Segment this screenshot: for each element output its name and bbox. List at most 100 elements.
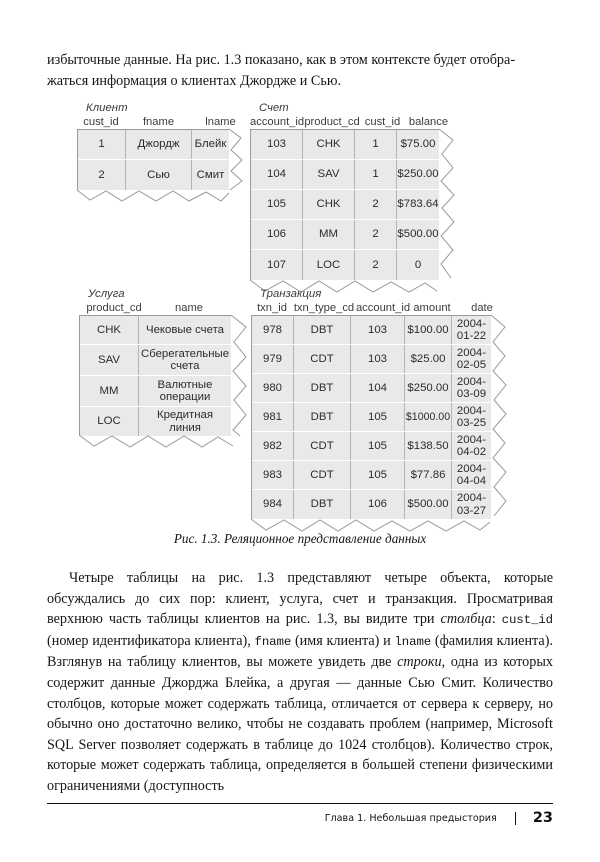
table-row: MM Валютные операции xyxy=(80,376,231,407)
cell-amount: $500.00 xyxy=(405,490,452,519)
table-row: CHK Чековые счета xyxy=(80,316,231,345)
column-header-fname: fname xyxy=(142,116,175,128)
cell-account-id: 105 xyxy=(351,432,405,460)
column-header-txn-type-cd: txn_type_cd xyxy=(293,302,355,314)
paragraph-bottom-part3: (номер идентификатора клиента), xyxy=(47,632,255,649)
column-header-account-id: account_id xyxy=(355,302,411,314)
table-product-title: Услуга xyxy=(88,288,125,300)
cell-txn-type-cd: DBT xyxy=(294,316,351,344)
cell-product-cd: CHK xyxy=(80,316,139,344)
cell-amount: $25.00 xyxy=(405,345,452,373)
table-row: 1 Джордж Блейк xyxy=(78,130,229,160)
paragraph-bottom-part4: (имя клиента) и xyxy=(291,632,395,649)
table-account-header: account_id product_cd cust_id balance xyxy=(250,116,452,128)
cell-cust-id: 1 xyxy=(78,130,126,159)
column-header-account-id: account_id xyxy=(250,116,305,128)
cell-date: 2004-03-27 xyxy=(452,490,491,519)
paragraph-bottom-mono3: lname xyxy=(394,634,432,649)
cell-cust-id: 1 xyxy=(355,130,397,159)
cell-product-cd: SAV xyxy=(80,345,139,375)
cell-account-id: 103 xyxy=(351,316,405,344)
cell-txn-id: 979 xyxy=(252,345,294,373)
table-row: 103 CHK 1 $75.00 xyxy=(251,130,439,160)
table-row: 978 DBT 103 $100.00 2004-01-22 xyxy=(252,316,491,345)
cell-amount: $138.50 xyxy=(405,432,452,460)
cell-account-id: 104 xyxy=(351,374,405,402)
table-row: 984 DBT 106 $500.00 2004-03-27 xyxy=(252,490,491,519)
cell-balance: 0 xyxy=(397,250,439,280)
cell-amount: $100.00 xyxy=(405,316,452,344)
column-header-cust-id: cust_id xyxy=(83,116,119,128)
cell-txn-type-cd: DBT xyxy=(294,490,351,519)
torn-edge-bottom-icon xyxy=(76,189,230,202)
cell-account-id: 106 xyxy=(251,220,303,249)
footer-separator xyxy=(514,811,516,825)
table-product-header: product_cd name xyxy=(79,302,231,314)
cell-product-cd: MM xyxy=(303,220,355,249)
cell-cust-id: 2 xyxy=(78,160,126,190)
table-row: 104 SAV 1 $250.00 xyxy=(251,160,439,190)
paragraph-bottom-part2: : xyxy=(491,611,502,628)
figure-relational-representation: Клиент cust_id fname lname 1 Джордж Блей… xyxy=(0,98,600,553)
cell-name: Кредитная линия xyxy=(139,407,231,436)
cell-fname: Джордж xyxy=(126,130,192,159)
table-row: 979 CDT 103 $25.00 2004-02-05 xyxy=(252,345,491,374)
cell-lname: Смит xyxy=(192,160,229,190)
cell-product-cd: CHK xyxy=(303,190,355,219)
cell-txn-type-cd: CDT xyxy=(294,461,351,489)
cell-product-cd: LOC xyxy=(303,250,355,280)
cell-date: 2004-01-22 xyxy=(452,316,491,344)
table-row: 106 MM 2 $500.00 xyxy=(251,220,439,250)
table-customer-header: cust_id fname lname xyxy=(77,116,249,128)
cell-account-id: 106 xyxy=(351,490,405,519)
cell-txn-id: 980 xyxy=(252,374,294,402)
figure-caption: Рис. 1.3. Реляционное представление данн… xyxy=(173,531,427,546)
table-product: Услуга product_cd name CHK Чековые счета… xyxy=(78,288,247,448)
paragraph-bottom-italic2: строки xyxy=(397,654,442,671)
paragraph-bottom-text: Четыре таблицы на рис. 1.3 представляют … xyxy=(47,568,553,797)
cell-txn-type-cd: DBT xyxy=(294,403,351,431)
cell-cust-id: 1 xyxy=(355,160,397,189)
cell-account-id: 104 xyxy=(251,160,303,189)
column-header-lname: lname xyxy=(205,116,236,128)
paragraph-bottom: Четыре таблицы на рис. 1.3 представляют … xyxy=(47,568,553,797)
table-row: 981 DBT 105 $1000.00 2004-03-25 xyxy=(252,403,491,432)
cell-cust-id: 2 xyxy=(355,220,397,249)
paragraph-bottom-part6: , одна из которых содержит данные Джордж… xyxy=(47,654,553,794)
column-header-cust-id: cust_id xyxy=(364,116,401,128)
column-header-date: date xyxy=(471,302,493,314)
table-row: 980 DBT 104 $250.00 2004-03-09 xyxy=(252,374,491,403)
torn-edge-right-icon xyxy=(228,128,243,191)
table-row: 107 LOC 2 0 xyxy=(251,250,439,280)
cell-date: 2004-02-05 xyxy=(452,345,491,373)
cell-date: 2004-04-04 xyxy=(452,461,491,489)
paragraph-bottom-part1: Четыре таблицы на рис. 1.3 представляют … xyxy=(47,570,553,628)
cell-date: 2004-03-25 xyxy=(452,403,491,431)
column-header-product-cd: product_cd xyxy=(86,302,142,314)
cell-name: Валютные операции xyxy=(139,376,231,406)
column-header-name: name xyxy=(175,302,203,314)
torn-edge-bottom-icon xyxy=(78,434,234,448)
column-header-product-cd: product_cd xyxy=(304,116,360,128)
table-row: LOC Кредитная линия xyxy=(80,407,231,436)
paragraph-top-line1: избыточные данные. На рис. 1.3 показано,… xyxy=(47,52,516,68)
paragraph-bottom-mono1: cust_id xyxy=(501,613,553,628)
cell-txn-type-cd: CDT xyxy=(294,345,351,373)
cell-account-id: 107 xyxy=(251,250,303,280)
table-row: SAV Сберегательные счета xyxy=(80,345,231,376)
cell-lname: Блейк xyxy=(192,130,229,159)
cell-amount: $77.86 xyxy=(405,461,452,489)
column-header-balance: balance xyxy=(408,116,449,128)
cell-cust-id: 2 xyxy=(355,250,397,280)
cell-account-id: 103 xyxy=(251,130,303,159)
cell-txn-type-cd: DBT xyxy=(294,374,351,402)
table-row: 2 Сью Смит xyxy=(78,160,229,190)
column-header-txn-id: txn_id xyxy=(257,302,287,314)
cell-product-cd: SAV xyxy=(303,160,355,189)
cell-account-id: 105 xyxy=(251,190,303,219)
torn-edge-right-icon xyxy=(490,314,507,517)
paragraph-bottom-italic1: столбца xyxy=(440,611,492,628)
cell-account-id: 105 xyxy=(351,403,405,431)
cell-product-cd: CHK xyxy=(303,130,355,159)
